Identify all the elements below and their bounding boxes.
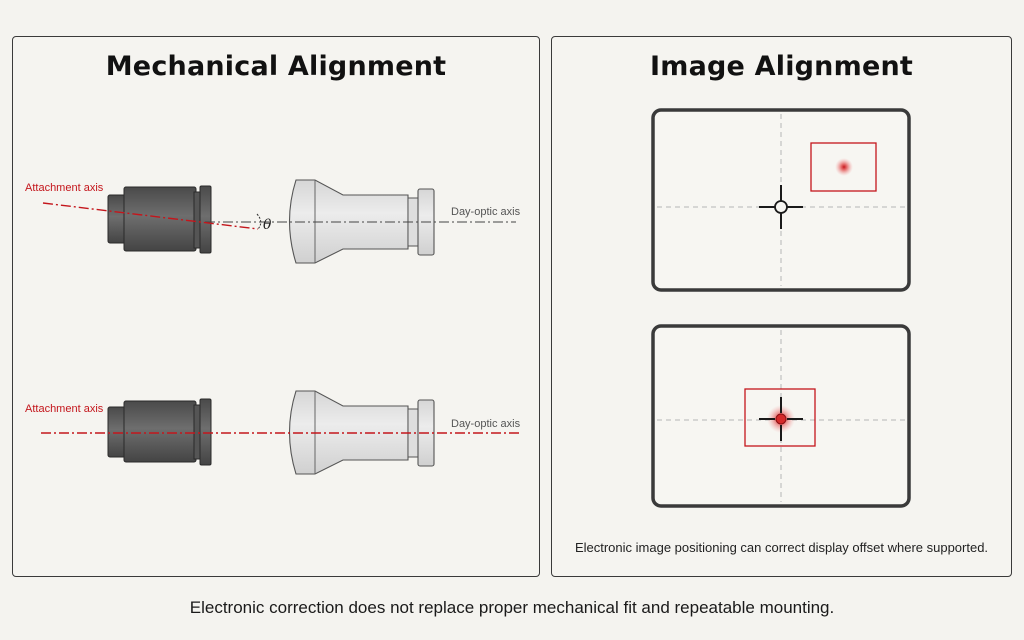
attachment-axis-label-top: Attachment axis — [25, 182, 104, 194]
mechanical-diagram: θ Attachment axis Day-optic axis Attachm… — [25, 179, 521, 475]
target-box-corrected — [744, 388, 816, 447]
attachment-axis-label-bottom: Attachment axis — [25, 403, 104, 415]
day-optic-axis-label-bottom: Day-optic axis — [451, 418, 521, 430]
image-alignment-panel: Image Alignment — [551, 36, 1012, 577]
attachment-device-bottom — [107, 398, 212, 466]
misaligned-setup: θ Attachment axis Day-optic axis — [25, 179, 521, 264]
image-alignment-title: Image Alignment — [650, 51, 913, 82]
image-diagram — [651, 108, 911, 508]
mechanical-alignment-title: Mechanical Alignment — [105, 51, 447, 82]
reticle-crosshair-corrected — [759, 397, 803, 441]
day-optic-axis-label-top: Day-optic axis — [451, 206, 521, 218]
footer-note: Electronic correction does not replace p… — [189, 598, 835, 617]
target-box-offset — [810, 142, 877, 192]
reticle-crosshair-offset — [759, 185, 803, 229]
angle-theta-label: θ — [263, 217, 272, 233]
target-glow-offset — [835, 158, 853, 176]
image-alignment-caption: Electronic image positioning can correct… — [574, 540, 989, 555]
display-corrected — [651, 324, 911, 508]
attachment-device-top — [107, 185, 212, 254]
attachment-axis-top — [42, 202, 259, 230]
aligned-setup: Attachment axis Day-optic axis — [25, 390, 521, 475]
mechanical-alignment-panel: Mechanical Alignment — [12, 36, 540, 577]
display-offset — [651, 108, 911, 292]
angle-arc — [256, 213, 262, 230]
